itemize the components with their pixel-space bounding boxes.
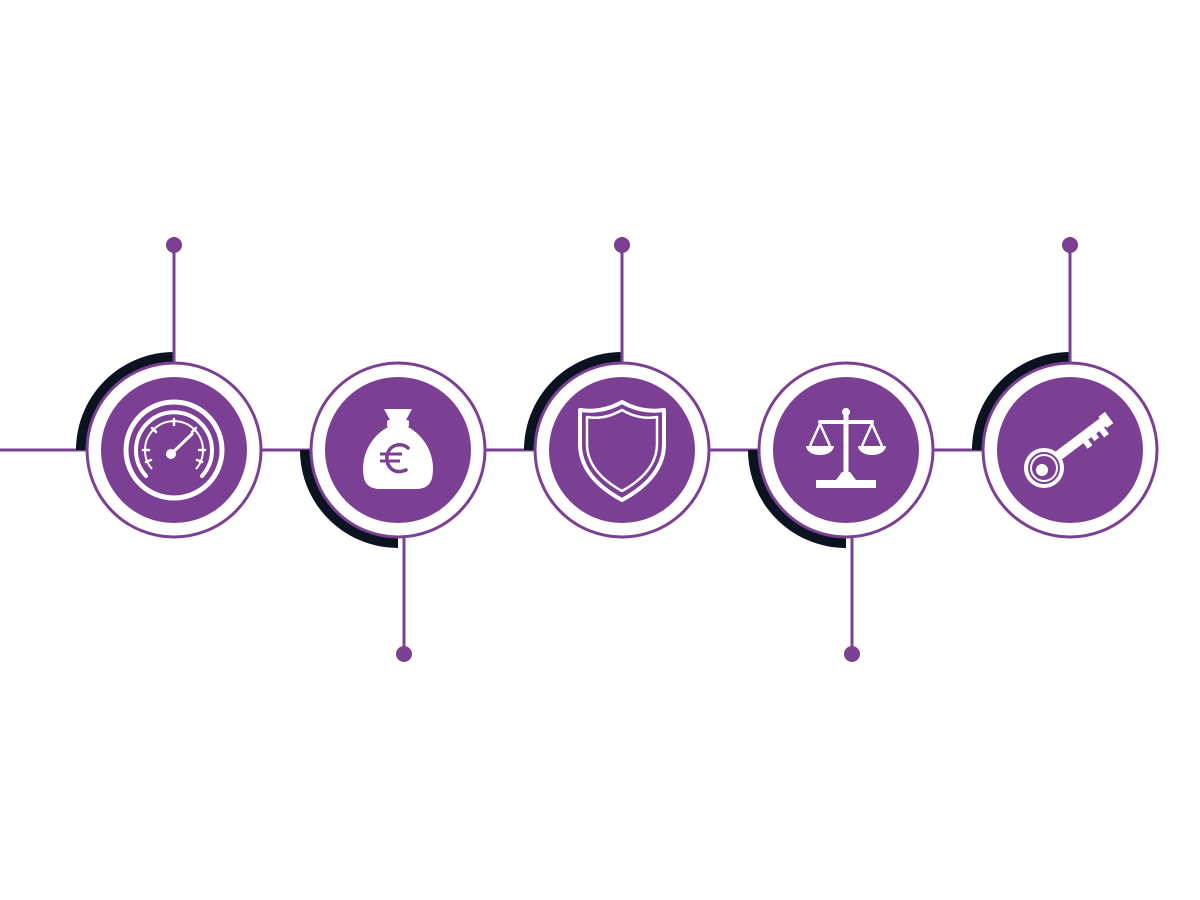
timeline-step [748,361,935,662]
connector-dot [844,646,860,662]
inner-disc [549,377,695,523]
timeline-step [300,361,487,662]
connector-dot [614,237,630,253]
connector-dot [166,237,182,253]
timeline-step [76,237,263,539]
timeline-step [524,237,711,539]
connector-dot [1062,237,1078,253]
connector-dot [396,646,412,662]
timeline-step [972,237,1159,539]
steps-layer [0,237,1159,662]
